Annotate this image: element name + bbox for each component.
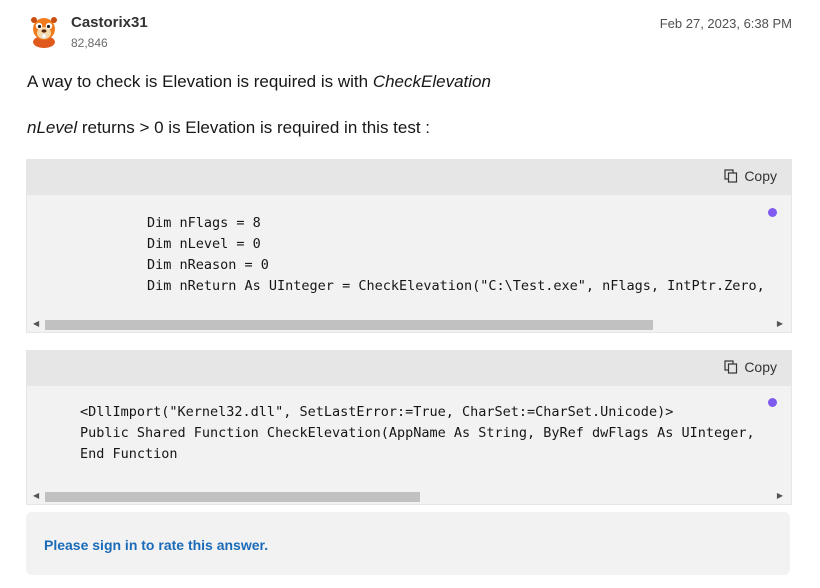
copy-button[interactable]: Copy <box>724 168 777 184</box>
code-block-header: Copy <box>27 160 791 195</box>
copy-icon <box>724 360 738 374</box>
copy-label: Copy <box>744 168 777 184</box>
scrollbar-thumb[interactable] <box>45 492 420 502</box>
scroll-right-icon[interactable]: ▶ <box>776 319 783 328</box>
horizontal-scrollbar[interactable]: ◀ ▶ <box>27 488 791 504</box>
code-block-header: Copy <box>27 351 791 386</box>
scroll-left-icon[interactable]: ◀ <box>33 491 40 500</box>
author-name[interactable]: Castorix31 <box>71 14 148 31</box>
scroll-left-icon[interactable]: ◀ <box>33 319 40 328</box>
code-block-2: Copy <DllImport("Kernel32.dll", SetLastE… <box>26 350 792 505</box>
code-body: <DllImport("Kernel32.dll", SetLastError:… <box>27 386 791 486</box>
signin-link[interactable]: Please sign in to rate this answer. <box>44 537 269 553</box>
copy-label: Copy <box>744 359 777 375</box>
horizontal-scrollbar[interactable]: ◀ ▶ <box>27 316 791 332</box>
author-reputation: 82,846 <box>71 36 108 50</box>
answer-paragraph-1: A way to check is Elevation is required … <box>27 72 491 92</box>
paragraph-text: A way to check is Elevation is required … <box>27 72 373 91</box>
variable-name: nLevel <box>27 118 78 137</box>
code-body: Dim nFlags = 8 Dim nLevel = 0 Dim nReaso… <box>27 195 791 315</box>
paragraph-text: returns > 0 is Elevation is required in … <box>77 118 431 137</box>
copy-icon <box>724 169 738 183</box>
status-dot <box>768 208 777 217</box>
post-timestamp: Feb 27, 2023, 6:38 PM <box>659 16 792 31</box>
scroll-right-icon[interactable]: ▶ <box>776 491 783 500</box>
status-dot <box>768 398 777 407</box>
code-text: Dim nFlags = 8 Dim nLevel = 0 Dim nReaso… <box>147 215 765 294</box>
copy-button[interactable]: Copy <box>724 359 777 375</box>
answer-header: Castorix31 82,846 Feb 27, 2023, 6:38 PM <box>26 10 792 54</box>
beaver-avatar-icon[interactable] <box>26 12 62 48</box>
scrollbar-thumb[interactable] <box>45 320 653 330</box>
signin-panel: Please sign in to rate this answer. <box>26 512 790 575</box>
answer-paragraph-2: nLevel returns > 0 is Elevation is requi… <box>27 118 430 138</box>
code-text: <DllImport("Kernel32.dll", SetLastError:… <box>80 404 755 462</box>
function-name: CheckElevation <box>372 72 491 91</box>
code-block-1: Copy Dim nFlags = 8 Dim nLevel = 0 Dim n… <box>26 159 792 333</box>
